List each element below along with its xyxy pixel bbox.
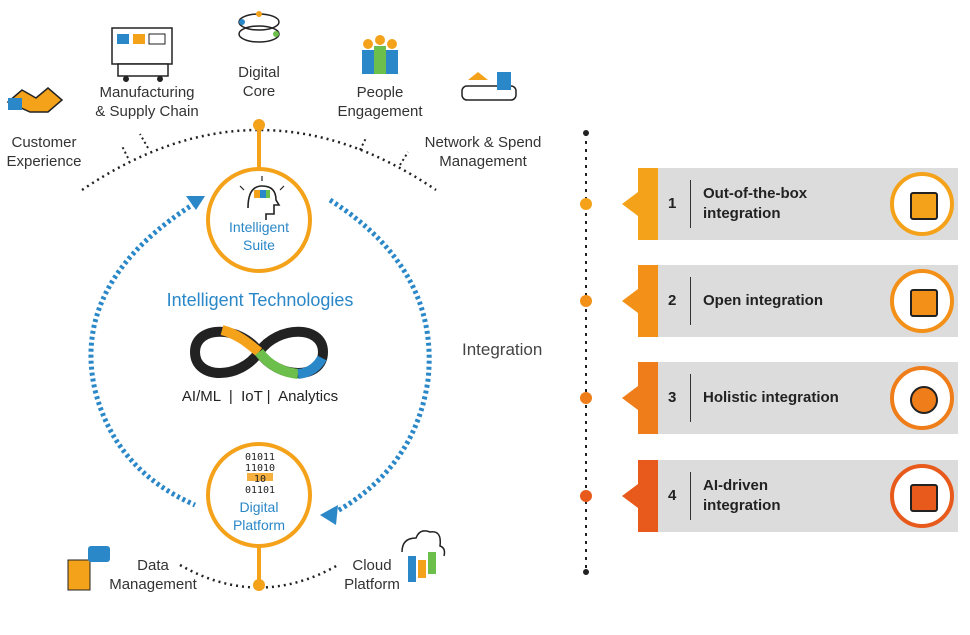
card-title: Holistic integration xyxy=(703,389,839,406)
intelligent-technologies-title: Intelligent Technologies xyxy=(166,290,354,310)
card-separator xyxy=(690,180,691,228)
card-icon-glyph xyxy=(910,289,938,317)
integration-card: 2 Open integration xyxy=(658,265,958,337)
timeline-dot xyxy=(580,490,592,502)
card-separator xyxy=(690,277,691,325)
card-icon-glyph xyxy=(910,386,938,414)
integration-label: Integration xyxy=(462,340,543,359)
integration-card: 3 Holistic integration xyxy=(658,362,958,434)
card-number: 2 xyxy=(668,292,677,309)
network-spend-icon xyxy=(461,72,517,101)
puzzle-icon xyxy=(890,269,954,333)
digital-platform-node xyxy=(206,442,312,548)
card-separator xyxy=(690,374,691,422)
top-arc xyxy=(81,128,437,192)
cloud-icon xyxy=(401,530,446,582)
timeline-dot xyxy=(580,392,592,404)
card-flag xyxy=(622,460,658,532)
timeline-dot xyxy=(580,295,592,307)
bottom-connector-dot xyxy=(253,579,265,591)
label-manufacturing: Manufacturing& Supply Chain xyxy=(95,84,199,120)
card-flag xyxy=(622,362,658,434)
card-title: Open integration xyxy=(703,292,823,309)
card-separator xyxy=(690,472,691,520)
factory-icon xyxy=(111,27,173,82)
card-flag xyxy=(622,168,658,240)
timeline-dot xyxy=(580,198,592,210)
intelligent-suite-node xyxy=(206,167,312,273)
top-connector-dot xyxy=(253,119,265,131)
card-flag xyxy=(622,265,658,337)
ai-head-icon xyxy=(890,464,954,528)
helm-icon xyxy=(890,366,954,430)
card-number: 4 xyxy=(668,487,677,504)
card-number: 1 xyxy=(668,195,677,212)
people-icon xyxy=(362,35,398,74)
handshake-icon xyxy=(6,87,64,113)
document-icon xyxy=(67,546,110,591)
box-icon xyxy=(890,172,954,236)
digital-core-icon xyxy=(238,11,280,43)
infinity-icon xyxy=(189,325,329,379)
head-icon xyxy=(239,176,285,220)
card-icon-glyph xyxy=(910,484,938,512)
card-number: 3 xyxy=(668,389,677,406)
card-icon-glyph xyxy=(910,192,938,220)
tech-list: AI/ML | IoT | Analytics xyxy=(181,388,339,405)
cycle-arrow-right xyxy=(328,197,432,518)
cycle-arrow-left xyxy=(88,197,202,508)
bottom-arc xyxy=(179,563,339,589)
